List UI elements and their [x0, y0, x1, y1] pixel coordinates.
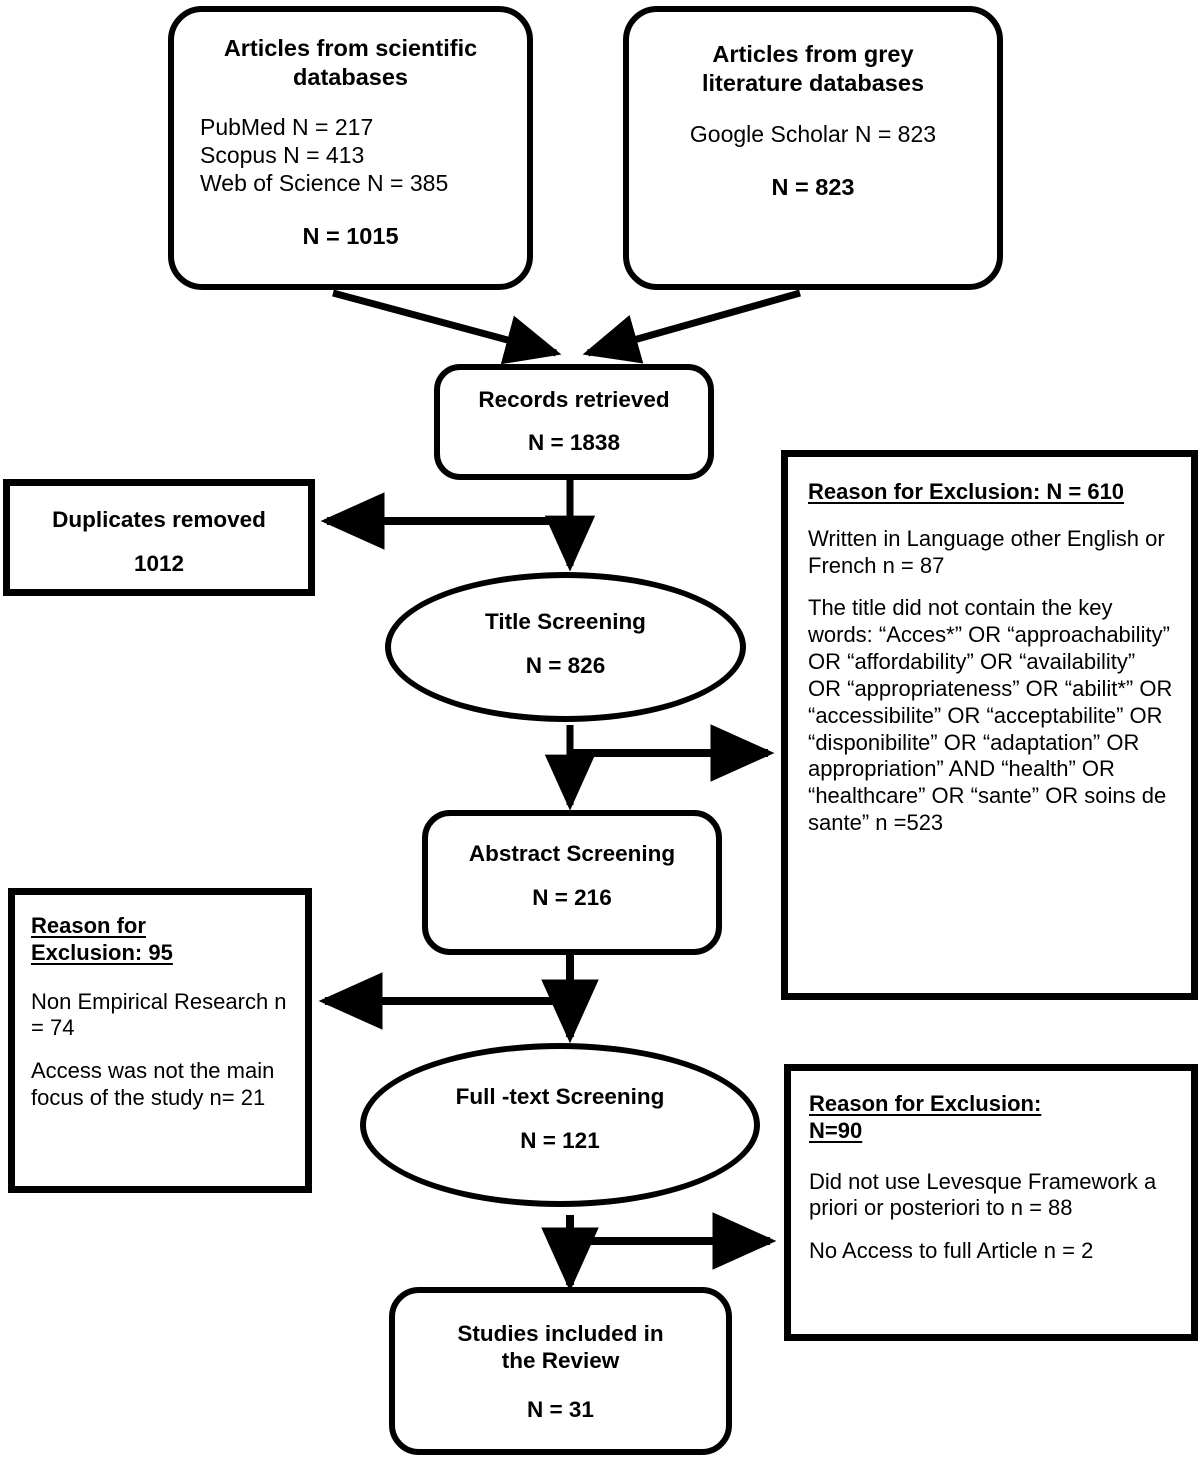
node-title-screening: Title Screening N = 826 [385, 572, 746, 722]
node-studies-included: Studies included in the Review N = 31 [389, 1287, 732, 1455]
arrow-scientific-to-records [332, 289, 562, 365]
exclusion-fulltext-body: Did not use Levesque Framework a priori … [809, 1169, 1175, 1265]
abstract-screening-heading: Abstract Screening [468, 841, 676, 866]
node-records-retrieved: Records retrieved N = 1838 [434, 364, 714, 480]
node-fulltext-screening: Full -text Screening N = 121 [360, 1043, 760, 1207]
exclusion-title-body: Written in Language other English or Fre… [808, 526, 1173, 837]
exclusion-fulltext-heading: Reason for Exclusion: N=90 [809, 1091, 1175, 1145]
studies-included-heading-line2: the Review [501, 1348, 620, 1374]
studies-included-heading-line1: Studies included in [457, 1321, 664, 1346]
scientific-databases-lines: PubMed N = 217 Scopus N = 413 Web of Sci… [200, 113, 501, 197]
grey-literature-total: N = 823 [771, 174, 855, 201]
title-screening-heading: Title Screening [485, 609, 646, 634]
exclusion-fulltext-reason: Did not use Levesque Framework a priori … [809, 1168, 1157, 1221]
exclusion-abstract-body: Non Empirical Research n = 74 Access was… [31, 989, 291, 1112]
abstract-screening-total: N = 216 [532, 885, 612, 911]
node-abstract-screening: Abstract Screening N = 216 [422, 810, 722, 955]
studies-included-heading: Studies included in the Review [415, 1320, 706, 1375]
records-retrieved-total: N = 1838 [528, 430, 620, 456]
scientific-databases-total: N = 1015 [302, 223, 399, 250]
exclusion-title-reason: Written in Language other English or Fre… [808, 525, 1165, 578]
node-exclusion-abstract-screening: Reason for Exclusion: 95 Non Empirical R… [8, 888, 312, 1193]
exclusion-fulltext-reason: No Access to full Article n = 2 [809, 1238, 1094, 1264]
node-scientific-databases: Articles from scientific databases PubMe… [168, 6, 533, 290]
fulltext-screening-heading: Full -text Screening [455, 1084, 665, 1109]
arrow-grey-to-records [582, 289, 801, 364]
scientific-source-line: PubMed N = 217 [200, 114, 374, 141]
exclusion-title-heading: Reason for Exclusion: N = 610 [808, 479, 1125, 504]
exclusion-abstract-heading-line2: Exclusion: 95 [31, 939, 173, 965]
studies-included-total: N = 31 [527, 1396, 594, 1422]
duplicates-removed-heading: Duplicates removed [52, 507, 266, 532]
node-grey-literature-databases: Articles from grey literature databases … [623, 6, 1003, 290]
exclusion-abstract-heading-line1: Reason for [31, 913, 146, 938]
scientific-source-line: Web of Science N = 385 [200, 170, 449, 197]
fulltext-screening-total: N = 121 [520, 1128, 600, 1154]
exclusion-abstract-reason: Access was not the main focus of the stu… [31, 1058, 275, 1111]
exclusion-fulltext-heading-line1: Reason for Exclusion: [809, 1091, 1042, 1116]
records-retrieved-heading: Records retrieved [478, 387, 670, 412]
node-exclusion-title-screening: Reason for Exclusion: N = 610 Written in… [781, 450, 1198, 1000]
exclusion-abstract-reason: Non Empirical Research n = 74 [31, 988, 287, 1041]
duplicates-removed-count: 1012 [133, 551, 185, 577]
node-exclusion-fulltext-screening: Reason for Exclusion: N=90 Did not use L… [784, 1064, 1198, 1341]
grey-literature-heading: Articles from grey literature databases [701, 41, 925, 96]
scientific-databases-heading: Articles from scientific databases [223, 35, 478, 90]
grey-literature-line: Google Scholar N = 823 [689, 121, 937, 148]
title-screening-total: N = 826 [525, 653, 606, 679]
exclusion-title-reason: The title did not contain the key words:… [808, 595, 1173, 836]
scientific-source-line: Scopus N = 413 [200, 142, 365, 169]
node-duplicates-removed: Duplicates removed 1012 [3, 479, 315, 596]
exclusion-fulltext-heading-line2: N=90 [809, 1117, 863, 1143]
exclusion-abstract-heading: Reason for Exclusion: 95 [31, 913, 291, 967]
